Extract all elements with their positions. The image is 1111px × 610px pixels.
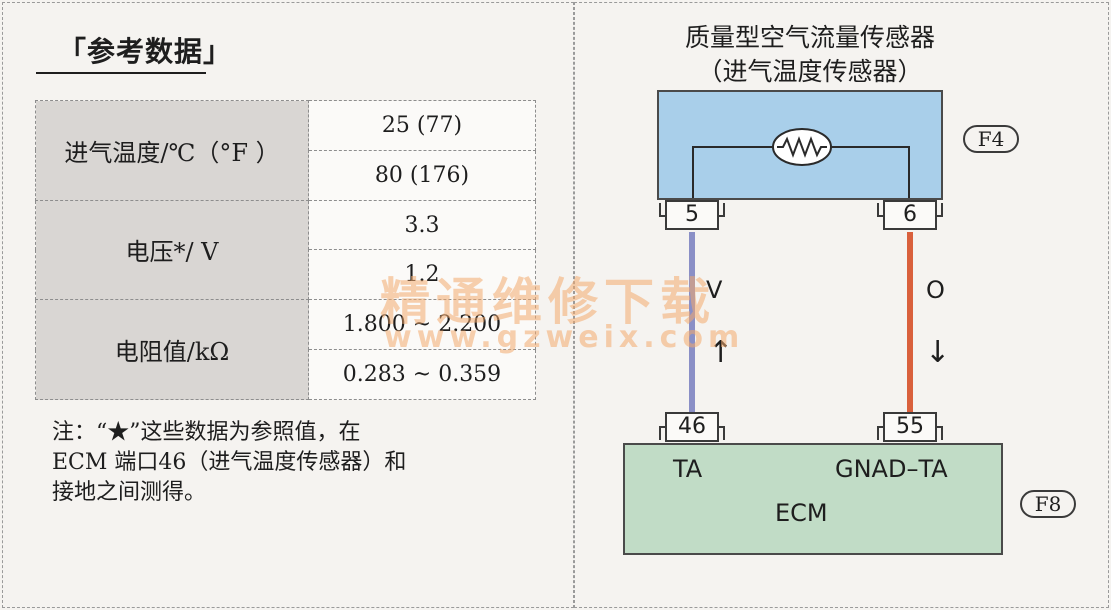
- ecm-box: TA GNAD–TA ECM: [623, 443, 1003, 555]
- watermark-url: www.gzweix.com: [384, 320, 745, 355]
- reference-note: 注：“★”这些数据为参照值，在 ECM 端口46（进气温度传感器）和 接地之间测…: [52, 418, 532, 508]
- table-row: 电压*/ V 3.3: [35, 199, 536, 301]
- left-panel-frame: [2, 2, 574, 608]
- diagram-title: 质量型空气流量传感器: [684, 23, 935, 52]
- ecm-terminal-ta: TA: [673, 455, 703, 483]
- ecm-pin-55: 55: [883, 412, 937, 442]
- value-cell: 25 (77): [308, 100, 536, 151]
- note-line: 注：“★”这些数据为参照值，在: [52, 420, 361, 445]
- wire-violet: [689, 232, 695, 412]
- sensor-pin-6: 6: [883, 200, 937, 230]
- arrow-down-icon: ↓: [925, 335, 951, 370]
- connector-f4: F4: [963, 125, 1019, 153]
- param-resistance: 电阻值/kΩ: [35, 299, 309, 400]
- table-row: 0.283 ~ 0.359: [36, 349, 536, 400]
- thermistor-circuit-icon: [692, 128, 910, 198]
- table-row: 80 (176): [36, 149, 536, 201]
- value-cell: 0.283 ~ 0.359: [308, 349, 536, 400]
- diagram-subtitle: （进气温度传感器）: [697, 57, 923, 86]
- value-cell: 80 (176): [308, 149, 536, 201]
- arrow-up-icon: ↑: [708, 335, 734, 370]
- wire-orange: [907, 232, 913, 412]
- wire-label-o: O: [926, 276, 945, 304]
- note-line: 接地之间测得。: [52, 480, 207, 505]
- watermark-text: 精通维修下载: [380, 273, 716, 331]
- value-cell: 1.800 ~ 2.200: [308, 299, 536, 351]
- reference-title: 「参考数据」: [58, 35, 233, 68]
- right-panel-frame: [574, 2, 1109, 608]
- ecm-terminal-gnad-ta: GNAD–TA: [835, 455, 948, 483]
- table-row: 电阻值/kΩ 1.800 ~ 2.200: [35, 299, 536, 400]
- value-cell: 3.3: [308, 199, 536, 251]
- table-row: 进气温度/℃（°F ） 25 (77): [35, 100, 536, 201]
- connector-f8: F8: [1020, 490, 1076, 518]
- reference-table: 进气温度/℃（°F ） 25 (77) 80 (176) 电压*/ V 3.3 …: [35, 100, 536, 400]
- value-cell: 1.2: [308, 249, 536, 301]
- wire-label-v: V: [706, 276, 723, 304]
- sensor-pin-5: 5: [665, 200, 719, 230]
- sensor-box: [657, 90, 943, 200]
- param-voltage: 电压*/ V: [35, 199, 309, 301]
- title-underline: [36, 72, 206, 74]
- table-row: 1.2: [36, 249, 536, 301]
- ecm-pin-46: 46: [665, 412, 719, 442]
- ecm-label: ECM: [775, 499, 828, 527]
- param-intake-temp: 进气温度/℃（°F ）: [35, 100, 309, 201]
- note-line: ECM 端口46（进气温度传感器）和: [52, 450, 407, 475]
